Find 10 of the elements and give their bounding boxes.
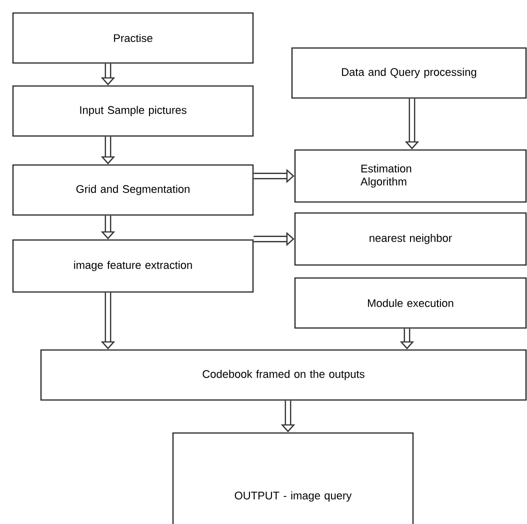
- process-box: Practise: [12, 12, 254, 64]
- process-box: Estimation Algorithm: [294, 149, 527, 203]
- process-box: image feature extraction: [12, 239, 254, 293]
- process-box: Data and Query processing: [291, 47, 527, 99]
- process-box: Grid and Segmentation: [12, 164, 254, 216]
- process-box: nearest neighbor: [294, 212, 527, 266]
- process-box: Module execution: [294, 277, 527, 329]
- process-box: Input Sample pictures: [12, 85, 254, 137]
- process-box: Codebook framed on the outputs: [40, 349, 527, 401]
- process-box: OUTPUT - image query: [172, 432, 414, 524]
